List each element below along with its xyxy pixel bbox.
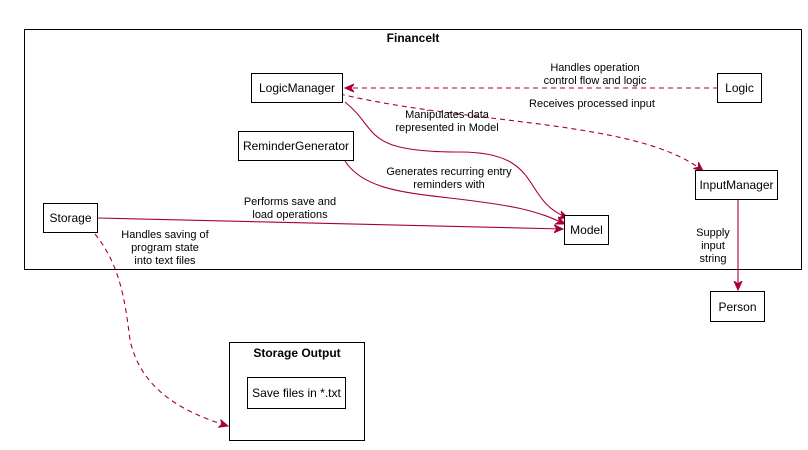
node-storage: Storage <box>43 203 98 233</box>
node-reminder-generator: ReminderGenerator <box>238 131 354 161</box>
node-logic-label: Logic <box>725 81 754 95</box>
edge-label-line: Generates recurring entry <box>386 166 512 178</box>
edge-label-line: represented in Model <box>395 122 499 134</box>
package-storage-output-title: Storage Output <box>253 346 341 360</box>
node-person-label: Person <box>718 299 757 314</box>
edge-label-line: Performs save and <box>243 196 337 208</box>
edge-label-line: reminders with <box>413 179 485 191</box>
node-model-label: Model <box>570 223 603 237</box>
node-save-files: Save files in *.txt <box>247 377 346 409</box>
edge-label-logic-to-logicmanager: Handles operation control flow and logic <box>520 62 670 88</box>
edge-label-line: Handles operation <box>550 62 640 74</box>
package-financeit-title: FinanceIt <box>386 31 440 45</box>
edge-remindergenerator-to-model <box>344 160 565 225</box>
edge-logicmanager-to-inputmanager <box>339 93 703 171</box>
edge-label-line: program state <box>131 242 199 254</box>
edge-label-logicmanager-to-model: Manipulates data represented in Model <box>384 109 510 135</box>
node-input-manager: InputManager <box>695 170 778 200</box>
node-model: Model <box>564 215 609 245</box>
edge-storage-to-model <box>96 217 563 229</box>
edge-label-logicmanager-to-inputmanager: Receives processed input <box>522 98 662 111</box>
edge-logicmanager-to-model <box>344 101 568 218</box>
edge-label-line: Receives processed input <box>529 98 655 110</box>
node-logic-manager-label: LogicManager <box>258 81 336 95</box>
edge-label-line: control flow and logic <box>543 75 647 87</box>
node-logic-manager: LogicManager <box>251 73 343 103</box>
edge-label-line: Handles saving of <box>121 229 209 241</box>
edge-label-storage-to-output: Handles saving of program state into tex… <box>112 229 218 268</box>
node-reminder-generator-label: ReminderGenerator <box>242 139 350 153</box>
edge-label-line: input <box>701 240 725 252</box>
edge-label-inputmanager-to-person: Supply input string <box>693 227 733 266</box>
edge-label-remindergenerator-to-model: Generates recurring entry reminders with <box>374 166 524 192</box>
node-input-manager-label: InputManager <box>699 178 774 192</box>
package-storage-output: Storage Output <box>229 342 365 441</box>
package-financeit: FinanceIt <box>24 29 802 270</box>
node-storage-label: Storage <box>49 211 92 225</box>
edge-label-line: string <box>699 253 727 265</box>
edge-label-line: Manipulates data <box>405 109 489 121</box>
edge-label-line: into text files <box>134 255 196 267</box>
node-person: Person <box>710 291 765 322</box>
edge-storage-to-output <box>94 233 228 426</box>
edge-label-storage-to-model: Performs save and load operations <box>232 196 348 222</box>
node-save-files-label: Save files in *.txt <box>252 386 341 400</box>
edge-label-line: Supply <box>696 227 730 239</box>
edge-label-line: load operations <box>252 209 328 221</box>
node-logic: Logic <box>717 73 762 103</box>
